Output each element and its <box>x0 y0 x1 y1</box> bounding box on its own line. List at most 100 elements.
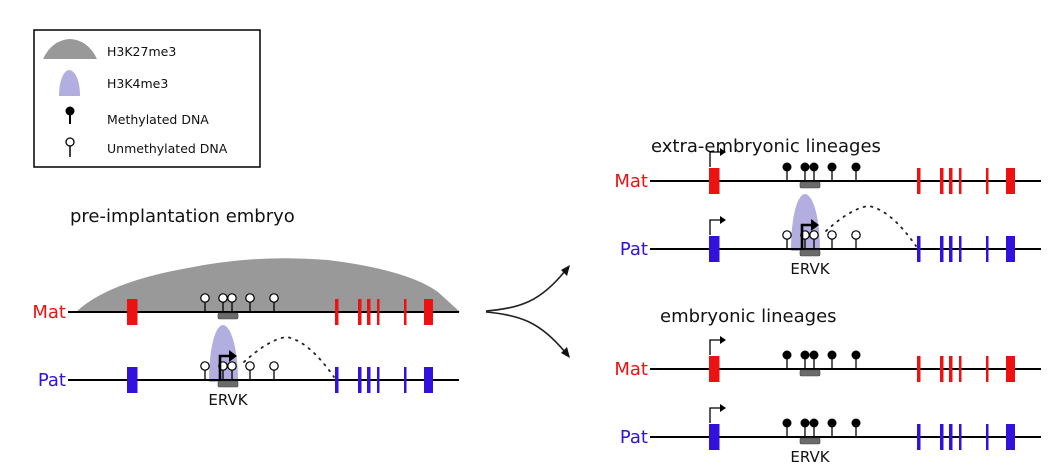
branch-arrow-up <box>485 270 566 312</box>
exon <box>959 356 962 382</box>
exon <box>135 367 138 393</box>
ervk-arrowhead-icon <box>229 350 237 362</box>
unmethylated-cpg-icon <box>200 361 210 371</box>
unmethylated-dna-legend-icon <box>65 137 75 147</box>
unmethylated-cpg-icon <box>269 293 279 303</box>
promoter-arrowhead-icon <box>720 336 726 344</box>
exon <box>986 236 989 262</box>
exon <box>940 424 944 450</box>
methylated-cpg-icon <box>827 418 837 428</box>
unmethylated-cpg-icon <box>245 361 255 371</box>
exon-last <box>1006 236 1015 262</box>
allele-label: Pat <box>620 239 648 260</box>
legend-label-unmethylated: Unmethylated DNA <box>107 141 228 156</box>
branch-arrows <box>485 265 570 358</box>
exon <box>367 367 371 393</box>
exon <box>917 236 921 262</box>
allele-label: Mat <box>614 171 648 192</box>
gene-promoter-arrow <box>709 339 721 355</box>
exon <box>358 299 362 325</box>
methylated-cpg-icon <box>809 162 819 172</box>
panel-title-pre-implantation: pre-implantation embryo <box>70 206 295 227</box>
exon-first <box>127 367 135 393</box>
exon <box>986 356 989 382</box>
allele-label: Pat <box>38 370 66 391</box>
unmethylated-cpg-icon <box>782 230 792 240</box>
exon <box>940 168 944 194</box>
panel-title-embryonic: embryonic lineages <box>660 306 837 327</box>
ervk-element <box>799 181 821 189</box>
exon <box>717 356 720 382</box>
legend-label-methylated: Methylated DNA <box>107 112 209 127</box>
h3k27me3-domain <box>76 258 460 312</box>
exon <box>959 424 962 450</box>
ervk-arrowhead-icon <box>811 219 819 231</box>
exon <box>949 236 953 262</box>
legend: H3K27me3 H3K4me3 Methylated DNA Unmethyl… <box>33 29 261 168</box>
promoter-arrowhead-icon <box>720 148 726 156</box>
ervk-element <box>799 249 821 257</box>
ervk-promoter-arrow <box>218 354 230 381</box>
splice-junction-dotted <box>825 205 917 247</box>
exon <box>986 424 989 450</box>
exon <box>917 356 921 382</box>
ervk-label: ERVK <box>208 391 248 409</box>
ervk-element <box>799 369 821 377</box>
ervk-element <box>217 312 239 320</box>
exon <box>335 367 339 393</box>
unmethylated-cpg-icon <box>218 293 228 303</box>
legend-label-h3k4me3: H3K4me3 <box>107 76 168 91</box>
arrowhead-down-icon <box>561 347 570 358</box>
exon <box>717 424 720 450</box>
exon <box>404 367 407 393</box>
unmethylated-cpg-icon <box>809 230 819 240</box>
exon-last <box>424 299 433 325</box>
unmethylated-cpg-icon <box>227 293 237 303</box>
methylated-cpg-icon <box>800 350 810 360</box>
exon-first <box>127 299 135 325</box>
methylated-cpg-icon <box>809 350 819 360</box>
unmethylated-cpg-icon <box>227 361 237 371</box>
exon <box>717 236 720 262</box>
methylated-cpg-icon <box>782 162 792 172</box>
allele-label: Pat <box>620 427 648 448</box>
exon-first <box>709 168 717 194</box>
exon <box>986 168 989 194</box>
ervk-label: ERVK <box>790 448 830 466</box>
exon <box>358 367 362 393</box>
unmethylated-cpg-icon <box>200 293 210 303</box>
exon <box>949 424 953 450</box>
branch-arrow-down <box>485 311 566 353</box>
unmethylated-cpg-icon <box>245 293 255 303</box>
h3k4me3-legend-icon <box>59 70 80 96</box>
methylated-cpg-icon <box>851 418 861 428</box>
exon-last <box>424 367 433 393</box>
exon-last <box>1006 356 1015 382</box>
allele-label: Mat <box>614 359 648 380</box>
methylated-cpg-icon <box>851 162 861 172</box>
unmethylated-cpg-icon <box>827 230 837 240</box>
exon-first <box>709 236 717 262</box>
arrowhead-up-icon <box>561 265 570 276</box>
exon <box>367 299 371 325</box>
promoter-arrowhead-icon <box>720 404 726 412</box>
exon <box>335 299 339 325</box>
ervk-label: ERVK <box>790 260 830 278</box>
promoter-arrowhead-icon <box>720 216 726 224</box>
exon <box>949 168 953 194</box>
methylated-cpg-icon <box>782 418 792 428</box>
methylated-cpg-icon <box>800 162 810 172</box>
exon <box>917 424 921 450</box>
exon <box>404 299 407 325</box>
allele-label: Mat <box>32 302 66 323</box>
unmethylated-cpg-icon <box>269 361 279 371</box>
exon <box>959 236 962 262</box>
ervk-element <box>217 380 239 388</box>
exon <box>940 356 944 382</box>
exon <box>940 236 944 262</box>
exon-last <box>1006 424 1015 450</box>
legend-label-h3k27me3: H3K27me3 <box>107 44 176 59</box>
methylated-dna-legend-icon <box>65 106 75 116</box>
exon <box>949 356 953 382</box>
panel-title-extra-embryonic: extra-embryonic lineages <box>651 136 881 157</box>
